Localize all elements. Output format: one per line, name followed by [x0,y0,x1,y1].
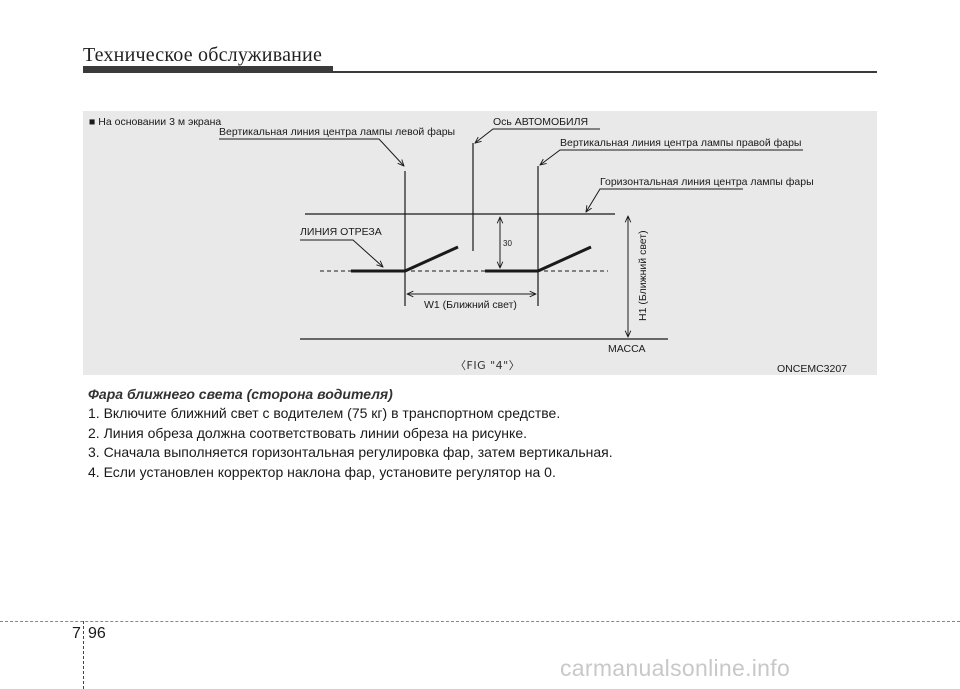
left-beam-cutoff-rise [404,245,459,273]
w1-label: W1 (Ближний свет) [424,299,517,311]
lamp-horizontal-leader [586,188,743,212]
headlamp-aim-figure: ■ На основании 3 м экрана 30 W1 (Ближний… [83,111,877,375]
watermark: carmanualsonline.info [560,655,791,681]
vehicle-axis-label: Ось АВТОМОБИЛЯ [493,116,588,128]
instruction-list: 1. Включите ближний свет с водителем (75… [88,404,613,482]
cutoff-line-label: ЛИНИЯ ОТРЕЗА [300,226,382,238]
header-rule-thick [83,66,333,73]
footer-divider-horizontal [0,621,960,622]
cutoff-line-leader [300,239,383,267]
figure-code: ONCEMC3207 [777,363,847,375]
ground-label: МАССА [608,343,645,355]
instruction-step: 1. Включите ближний свет с водителем (75… [88,405,561,421]
header-rule-thin [333,71,877,73]
left-lamp-vertical-leader [219,138,404,166]
vehicle-axis-leader [475,128,600,143]
section-title: Фара ближнего света (сторона водителя) [88,386,393,402]
h1-label: H1 (Ближний свет) [637,230,649,321]
footer-divider-vertical [83,621,84,689]
page-header-title: Техническое обслуживание [83,44,323,66]
headlamp-aim-diagram: ■ На основании 3 м экрана 30 W1 (Ближний… [89,116,847,375]
page-number: 96 [88,625,106,642]
right-lamp-vertical-leader [540,149,803,165]
right-beam-cutoff-rise [537,245,592,273]
instruction-step: 4. Если установлен корректор наклона фар… [88,463,556,480]
chapter-number: 7 [72,625,81,642]
offset-30-label: 30 [503,239,512,248]
left-lamp-vertical-label: Вертикальная линия центра лампы левой фа… [219,126,455,138]
instruction-step: 2. Линия обреза должна соответствовать л… [88,424,527,441]
figure-note: ■ На основании 3 м экрана [89,116,221,128]
right-lamp-vertical-label: Вертикальная линия центра лампы правой ф… [560,137,801,149]
lamp-horizontal-label: Горизонтальная линия центра лампы фары [600,176,814,188]
figure-caption: 〈FIG "4"〉 [455,359,520,372]
instruction-step: 3. Сначала выполняется горизонтальная ре… [88,444,613,460]
